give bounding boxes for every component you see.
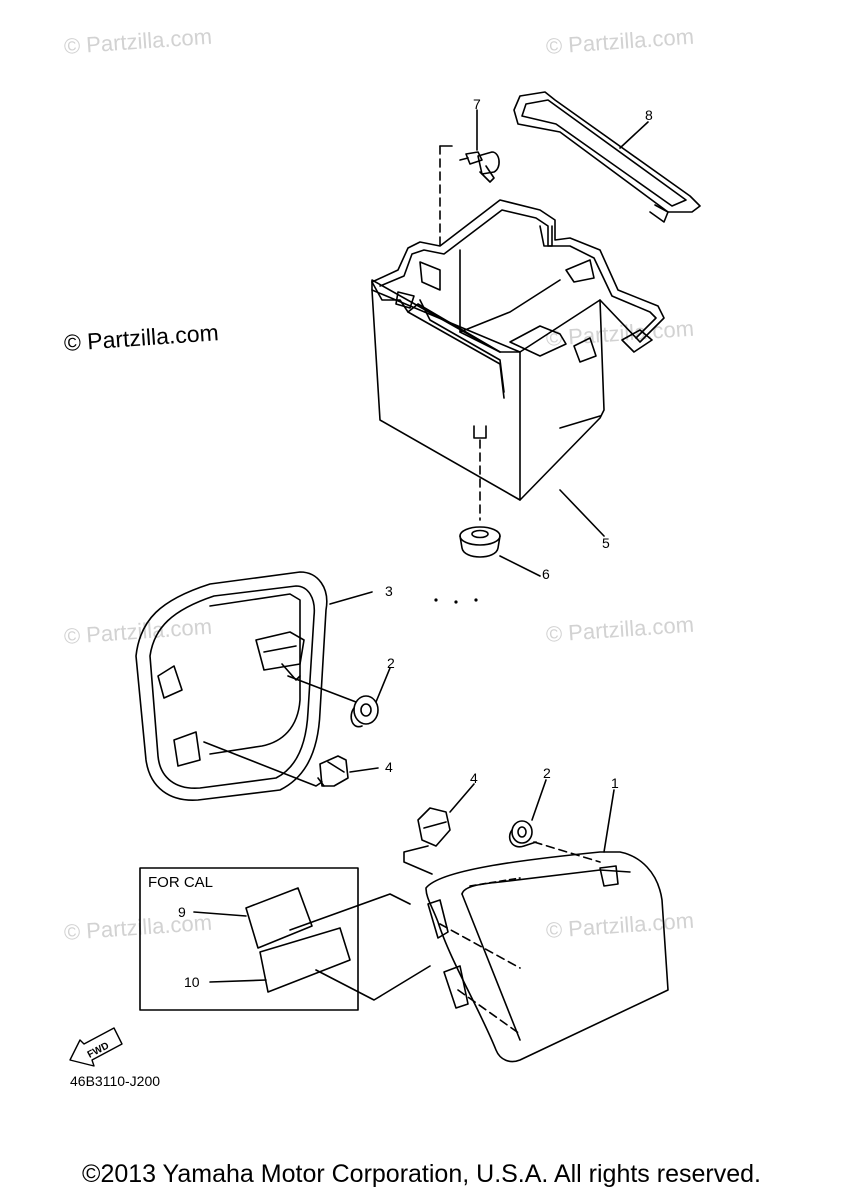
drawing-code: 46B3110-J200 (70, 1073, 161, 1089)
label-part-10 (259, 927, 351, 993)
grommet-part-2-lower (508, 820, 537, 848)
copyright-footer: ©2013 Yamaha Motor Corporation, U.S.A. A… (82, 1160, 761, 1188)
callout-4-left: 4 (385, 759, 393, 775)
inset-title: FOR CAL (148, 874, 214, 891)
grommet-part-6 (459, 526, 501, 558)
for-cal-inset-box (139, 867, 359, 1011)
side-cover-part-1 (425, 851, 669, 1063)
battery-band-part-8 (513, 91, 701, 223)
callout-2-lower: 2 (543, 765, 551, 781)
fwd-arrow-icon: FWD (69, 1027, 123, 1067)
callout-6: 6 (542, 566, 550, 582)
callout-9: 9 (178, 904, 186, 920)
side-cover-part-3 (135, 571, 328, 801)
clip-part-4-left (317, 755, 349, 787)
callout-3: 3 (385, 583, 393, 599)
battery-box-part-5 (371, 199, 665, 501)
clip-part-4-right (417, 807, 451, 847)
callout-8: 8 (645, 107, 653, 123)
callout-4-right: 4 (470, 770, 478, 786)
bolt-part-7 (459, 151, 500, 183)
callout-7: 7 (473, 96, 481, 112)
label-part-9 (245, 887, 313, 949)
callout-5: 5 (602, 535, 610, 551)
fwd-label: FWD (86, 1040, 111, 1060)
callout-2-upper: 2 (387, 655, 395, 671)
callout-10: 10 (184, 974, 200, 990)
callout-1: 1 (611, 775, 619, 791)
grommet-part-2-upper (350, 695, 379, 728)
